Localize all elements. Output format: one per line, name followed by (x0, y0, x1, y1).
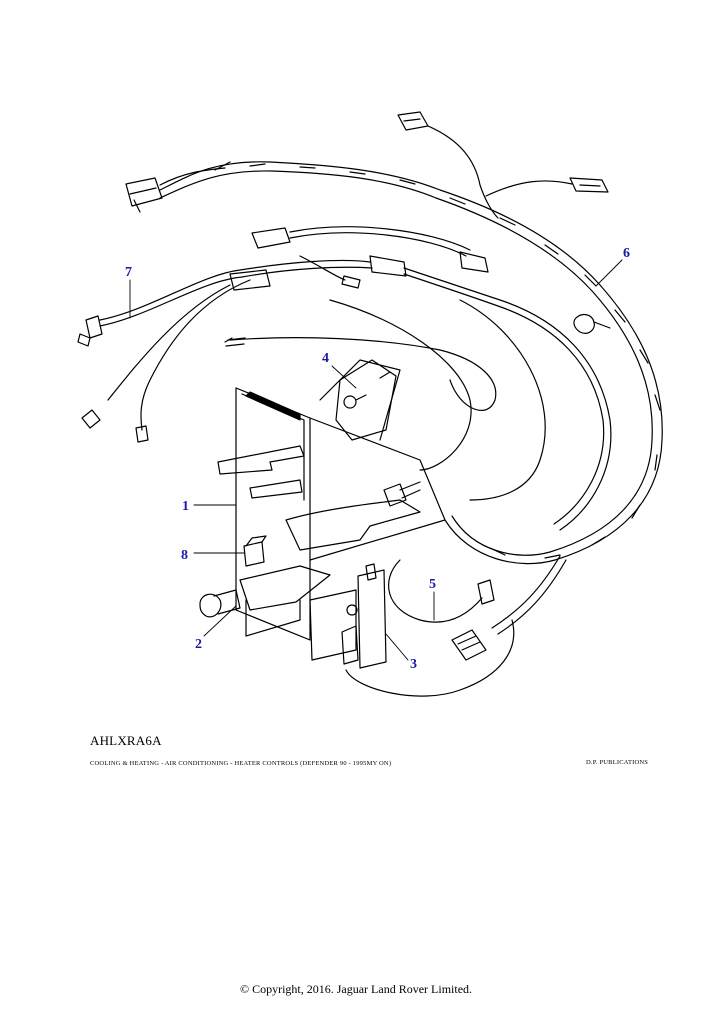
callout-7: 7 (125, 265, 132, 280)
callout-2: 2 (195, 637, 202, 652)
mounting-bolt (383, 481, 421, 507)
leader-line-3 (385, 633, 409, 661)
leader-line-2 (203, 605, 237, 637)
leader-line-4 (331, 365, 357, 389)
heater-controls-exploded-diagram: 1 2 3 4 5 6 7 8 (77, 111, 663, 697)
temperature-lever-block (243, 535, 267, 567)
callout-3: 3 (410, 657, 417, 672)
sub-harness-wires (81, 226, 612, 531)
callout-4: 4 (322, 351, 329, 366)
diagram-caption: COOLING & HEATING - AIR CONDITIONING - H… (90, 760, 392, 767)
harness-connector-bottom (451, 629, 487, 661)
callout-8: 8 (181, 548, 188, 563)
illustration-reference-code: AHLXRA6A (90, 733, 162, 748)
control-knob (199, 589, 241, 618)
link-lead (388, 559, 495, 623)
publisher-label: D.P. PUBLICATIONS (586, 759, 649, 766)
micro-switch (309, 563, 515, 697)
heater-control-bracket (217, 359, 446, 641)
harness-connector-top (125, 111, 609, 213)
thermostat-capillary-sensor (77, 315, 103, 347)
copyright-notice: © Copyright, 2016. Jaguar Land Rover Lim… (239, 982, 473, 996)
blower-switch (335, 359, 397, 441)
callout-1: 1 (182, 499, 189, 514)
harness-grommet (573, 313, 611, 334)
callout-6: 6 (623, 246, 630, 261)
callout-5: 5 (429, 577, 436, 592)
main-wiring-harness (159, 125, 663, 635)
callout-leader-lines (129, 259, 623, 661)
leader-line-6 (595, 259, 623, 287)
callout-labels: 1 2 3 4 5 6 7 8 (125, 246, 630, 672)
